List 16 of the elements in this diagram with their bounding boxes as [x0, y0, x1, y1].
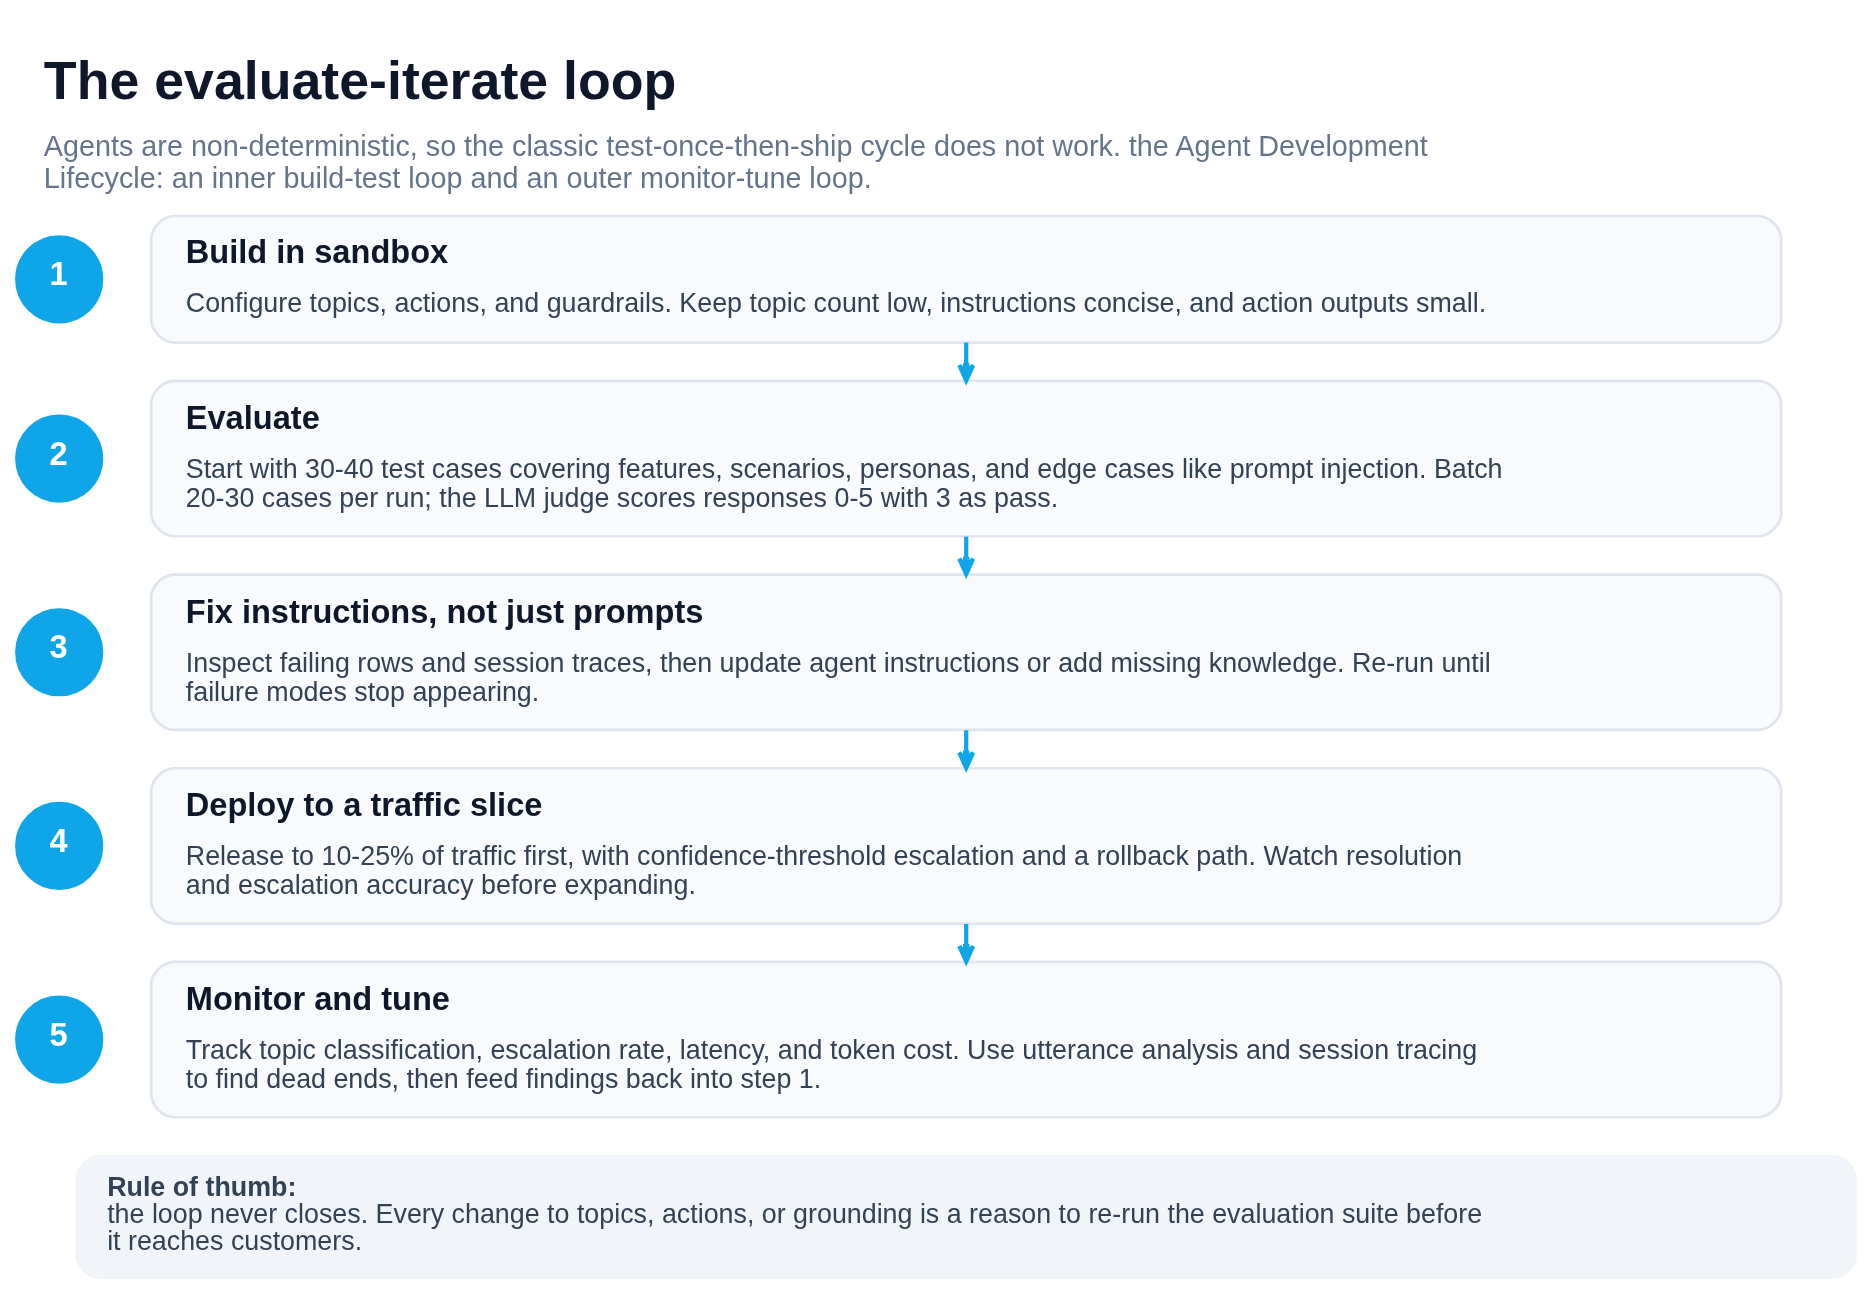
node-circle: 3	[15, 608, 104, 697]
node-circle: 2	[15, 414, 104, 503]
node-box: Build in sandbox Configure topics, actions, and guardrails. Keep topic count low, instructions concise, and action outputs small.	[149, 214, 1783, 344]
node-circle: 1	[15, 235, 104, 324]
arrow	[957, 730, 976, 770]
node-circle: 5	[15, 995, 104, 1084]
node-box: Evaluate Start with 30-40 test cases covering features, scenarios, personas, and edge cases like prompt injection. Batch 20-30 cases per run; the LLM judge scores responses 0-5 with 3 as pass.	[149, 379, 1783, 538]
node-box: Deploy to a traffic slice Release to 10-25% of traffic first, with confidence-threshold escalation and a rollback path. Watch resolution and escalation accuracy before expanding.	[149, 766, 1783, 925]
node-circle: 4	[15, 801, 104, 891]
caption: Agents are non-deterministic, so the classic test-once-then-ship cycle does not work. the Agent Development Lifecycle: an inner build-test loop and an outer monitor-tune loop.	[43, 129, 1428, 195]
arrow	[957, 536, 976, 577]
diagram-title: The evaluate-iterate loop	[43, 49, 677, 110]
arrow	[957, 923, 976, 964]
arrow	[957, 342, 976, 383]
node-box: Fix instructions, not just prompts Inspect failing rows and session traces, then update agent instructions or add missing knowledge. Re-run until failure modes stop appearing.	[149, 573, 1783, 732]
node-box: Monitor and tune Track topic classification, escalation rate, latency, and token cost. Use utterance analysis and session tracing to find dead ends, then feed findings back into step 1.	[149, 960, 1783, 1119]
